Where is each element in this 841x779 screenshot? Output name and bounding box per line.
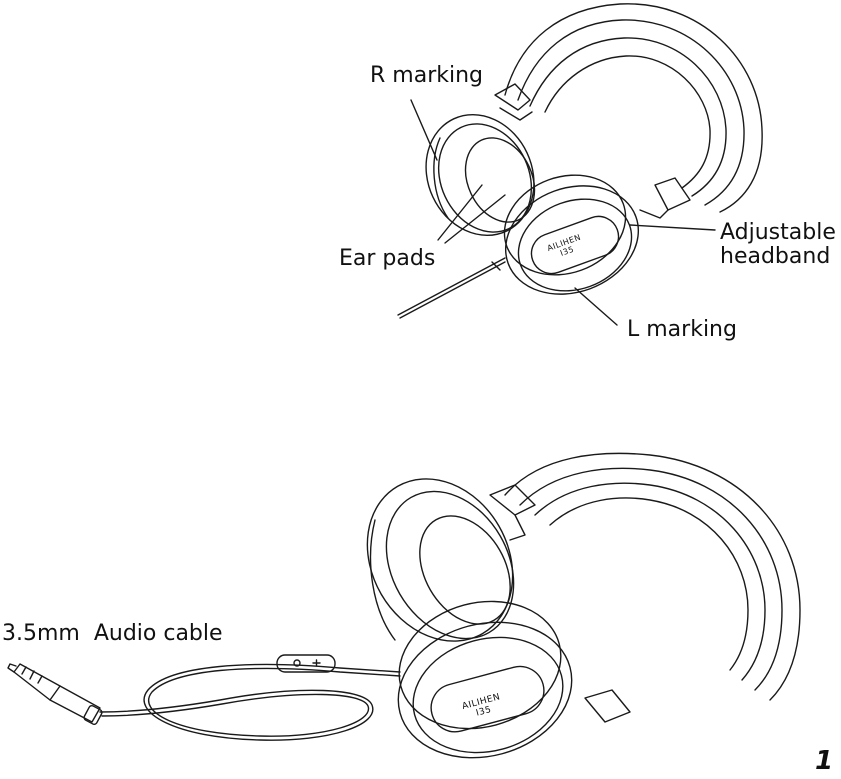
adjustable-headband-label: Adjustable headband — [720, 221, 836, 269]
audio-cable-label: 3.5mm Audio cable — [2, 621, 223, 646]
l-marking-label: L marking — [627, 317, 737, 342]
r-marking-label: R marking — [370, 63, 483, 88]
ear-pads-label: Ear pads — [339, 246, 436, 271]
top-headphones — [397, 3, 763, 326]
adjustable-line2: headband — [720, 244, 831, 269]
bottom-headphones — [7, 452, 801, 759]
adjustable-line1: Adjustable — [720, 220, 836, 245]
page-number: 1 — [815, 746, 834, 776]
